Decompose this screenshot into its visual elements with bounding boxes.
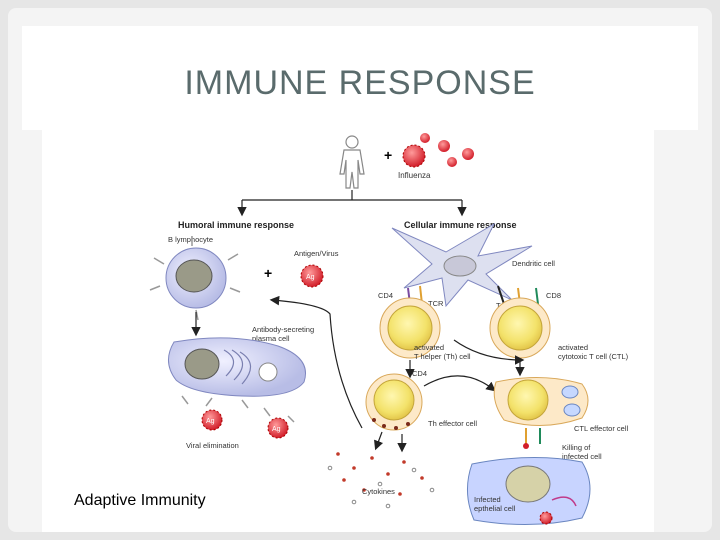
ctl-cell-label-2: cytotoxic T cell (CTL) — [558, 352, 629, 361]
infected-cell-label-1: Infected — [474, 495, 501, 504]
ag-label-2: Ag — [206, 418, 215, 425]
infected-epithelial-cell — [467, 456, 591, 526]
arrow-th-to-ctl — [423, 375, 496, 392]
cd8-label: CD8 — [546, 291, 561, 300]
figure-caption: Adaptive Immunity — [74, 492, 206, 509]
tcr-label-1: TCR — [428, 299, 444, 308]
arrow-cytokine-1 — [374, 431, 384, 451]
antigen-virus-label: Antigen/Virus — [294, 249, 339, 258]
antigen-virus-icon: Ag — [300, 264, 324, 288]
dendritic-cell-label: Dendritic cell — [512, 259, 555, 268]
dendritic-cell — [391, 222, 533, 308]
immune-response-figure: + Influenza Humoral immune response Cell… — [42, 128, 654, 532]
arrow-th-to-b — [269, 295, 363, 429]
slide: IMMUNE RESPONSE — [8, 8, 712, 532]
ctl-cell — [489, 297, 551, 359]
killing-label-1: Killing of — [562, 443, 591, 452]
viral-elimination-group: Ag Ag — [181, 395, 295, 439]
plasma-cell — [168, 337, 306, 397]
th-cell — [379, 297, 441, 359]
b-lymphocyte-cell — [149, 236, 241, 321]
cd4-label-1: CD4 — [378, 291, 393, 300]
title-band: IMMUNE RESPONSE — [22, 26, 698, 130]
b-lymphocyte-label: B lymphocyte — [168, 235, 213, 244]
cellular-heading: Cellular immune response — [404, 220, 517, 230]
th-effector-label: Th effector cell — [428, 419, 477, 428]
cytokine-particles — [327, 452, 435, 509]
influenza-label: Influenza — [398, 171, 431, 180]
th-cell-label-2: T helper (Th) cell — [414, 352, 471, 361]
cytokines-label: Cytokines — [362, 487, 395, 496]
ctl-effector-cell — [493, 377, 589, 427]
ag-label-3: Ag — [272, 426, 281, 433]
ag-label-1: Ag — [306, 274, 315, 281]
plasma-cell-label-2: plasma cell — [252, 334, 290, 343]
infected-cell-label-2: epthelial cell — [474, 504, 516, 513]
humoral-heading: Humoral immune response — [178, 220, 294, 230]
ctl-effector-label: CTL effector cell — [574, 424, 629, 433]
cd4-label-2: CD4 — [412, 369, 427, 378]
th-effector-cell — [365, 373, 423, 431]
viral-elimination-label: Viral elimination — [186, 441, 239, 450]
influenza-virus-icon — [402, 133, 474, 168]
branch-connector — [237, 190, 467, 217]
human-figure-icon — [339, 135, 365, 189]
killing-receptors — [523, 428, 541, 449]
immune-diagram: + Influenza Humoral immune response Cell… — [149, 133, 629, 526]
th-cell-label-1: activated — [414, 343, 444, 352]
killing-label-2: infected cell — [562, 452, 602, 461]
plasma-cell-label-1: Antibody-secreting — [252, 325, 314, 334]
plus-sign: + — [384, 147, 392, 163]
plus-sign-2: + — [264, 265, 272, 281]
ctl-cell-label-1: activated — [558, 343, 588, 352]
arrow-th-to-ctl-activation — [453, 339, 525, 365]
slide-title: IMMUNE RESPONSE — [184, 64, 536, 102]
